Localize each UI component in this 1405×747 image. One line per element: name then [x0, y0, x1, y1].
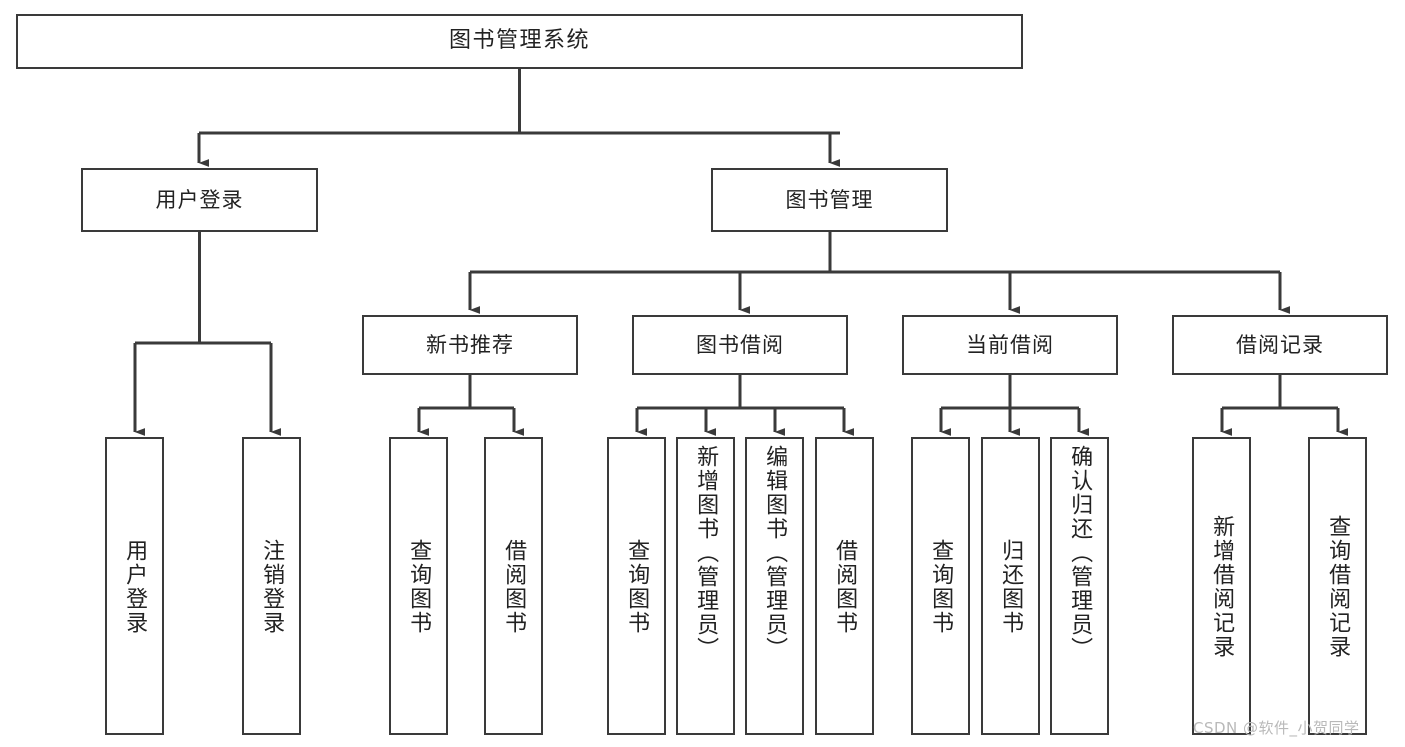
- node-leaf-query-book-2[interactable]: 查询图书: [607, 437, 666, 735]
- node-leaf-query-borrow-record[interactable]: 查询借阅记录: [1308, 437, 1367, 735]
- node-leaf-logout-login[interactable]: 注销登录: [242, 437, 301, 735]
- node-label: 用户登录: [122, 539, 148, 635]
- node-label: 图书借阅: [696, 332, 784, 357]
- node-leaf-borrow-book-2[interactable]: 借阅图书: [815, 437, 874, 735]
- node-label: 查询借阅记录: [1325, 515, 1351, 659]
- node-leaf-user-login[interactable]: 用户登录: [105, 437, 164, 735]
- node-leaf-confirm-return[interactable]: 确认归还（管理员）: [1050, 437, 1109, 735]
- node-leaf-borrow-book-1[interactable]: 借阅图书: [484, 437, 543, 735]
- node-label: 查询图书: [928, 539, 954, 635]
- node-label: 查询图书: [406, 539, 432, 635]
- node-label: 归还图书: [998, 539, 1024, 635]
- node-leaf-add-book[interactable]: 新增图书（管理员）: [676, 437, 735, 735]
- node-label: 图书管理: [785, 187, 874, 212]
- node-leaf-query-book-3[interactable]: 查询图书: [911, 437, 970, 735]
- node-leaf-query-book-1[interactable]: 查询图书: [389, 437, 448, 735]
- node-label: 当前借阅: [966, 332, 1054, 357]
- node-label: 图书管理系统: [448, 28, 590, 54]
- csdn-watermark: CSDN @软件_小贺同学: [1193, 719, 1360, 737]
- node-book-management[interactable]: 图书管理: [711, 168, 948, 232]
- node-label: 新增借阅记录: [1209, 515, 1235, 659]
- node-label: 编辑图书（管理员）: [762, 445, 788, 661]
- node-label: 注销登录: [259, 539, 285, 635]
- node-label: 查询图书: [624, 539, 650, 635]
- node-leaf-return-book[interactable]: 归还图书: [981, 437, 1040, 735]
- node-user-login[interactable]: 用户登录: [81, 168, 318, 232]
- node-label: 用户登录: [155, 187, 244, 212]
- node-leaf-edit-book[interactable]: 编辑图书（管理员）: [745, 437, 804, 735]
- node-current-borrow[interactable]: 当前借阅: [902, 315, 1118, 375]
- node-root-book-management-system[interactable]: 图书管理系统: [16, 14, 1023, 69]
- node-label: 借阅图书: [501, 539, 527, 635]
- node-book-borrow[interactable]: 图书借阅: [632, 315, 848, 375]
- node-leaf-add-borrow-record[interactable]: 新增借阅记录: [1192, 437, 1251, 735]
- node-new-book-recommend[interactable]: 新书推荐: [362, 315, 578, 375]
- node-borrow-record[interactable]: 借阅记录: [1172, 315, 1388, 375]
- node-label: 新增图书（管理员）: [693, 445, 719, 661]
- node-label: 借阅记录: [1236, 332, 1324, 357]
- node-label: 新书推荐: [426, 332, 514, 357]
- node-label: 借阅图书: [832, 539, 858, 635]
- node-label: 确认归还（管理员）: [1067, 445, 1093, 661]
